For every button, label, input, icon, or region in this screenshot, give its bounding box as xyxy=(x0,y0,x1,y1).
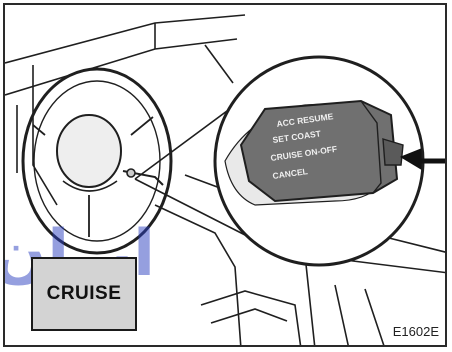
cruise-indicator-label: CRUISE xyxy=(47,283,122,305)
figure-code: E1602E xyxy=(393,324,439,339)
cruise-control-lever: ACC RESUME SET COAST CRUISE ON-OFF CANCE… xyxy=(241,101,403,201)
figure-frame: ACC RESUME SET COAST CRUISE ON-OFF CANCE… xyxy=(3,3,447,347)
cruise-indicator: CRUISE xyxy=(31,257,137,331)
